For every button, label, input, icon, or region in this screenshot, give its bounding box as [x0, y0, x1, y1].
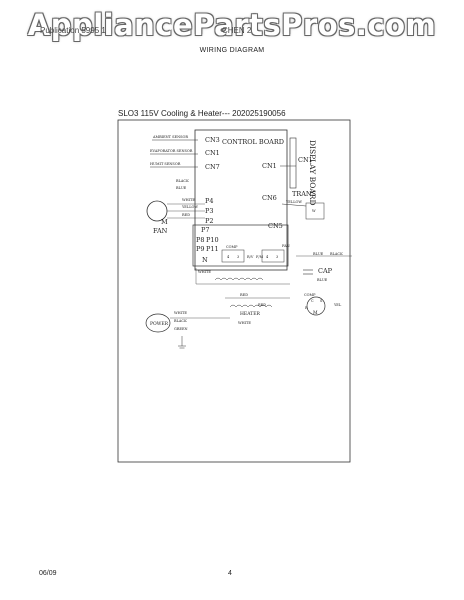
heater-white-wire: WHITE [238, 321, 251, 325]
comp-terminal-r: R [305, 306, 308, 310]
fan-motor-symbol: M [161, 218, 168, 226]
fan-wire-blue: BLUE [176, 186, 187, 190]
relay-pin-a: 4 [227, 255, 230, 259]
connector-cn6: CN6 [262, 194, 277, 202]
footer-page: 4 [228, 570, 232, 577]
humidity-sensor-label: HUMIT SENSOR [150, 162, 181, 166]
power-wire-white: WHITE [174, 311, 187, 315]
fan-wire-white: WHITE [182, 198, 195, 202]
plug-p11: P11 [206, 245, 219, 253]
page-subtitle: WIRING DIAGRAM [199, 47, 265, 54]
diagram-frame [117, 119, 351, 463]
power-label: POWER [150, 321, 169, 327]
rv-label: R/V [247, 255, 254, 259]
plug-p4: P4 [205, 197, 214, 205]
cap-blue-2: BLUE [317, 278, 328, 282]
plug-p3: P3 [205, 207, 214, 215]
comp-small-label: COMP [226, 245, 238, 249]
ambient-sensor-label: AMBIENT SENSOR [152, 135, 188, 139]
trans-wire-w: W [312, 209, 316, 213]
fan-relay-label: FAN [282, 244, 290, 248]
fan-label: FAN [153, 227, 168, 235]
heater-red-wire: RED [240, 293, 248, 297]
connector-cn1-display: CN1 [298, 156, 313, 164]
display-board-label: DISPLAY BOARD [308, 140, 317, 205]
transformer [305, 202, 325, 220]
cap-blue: BLUE [313, 252, 324, 256]
heater-label: HEATER [240, 311, 260, 317]
plug-p7: P7 [201, 226, 210, 234]
connector-cn7: CN7 [205, 163, 220, 171]
plug-p10: P10 [206, 236, 219, 244]
evaporator-sensor-label: EVAPORATOR SENSOR [150, 149, 193, 153]
trans-label: TRANS [292, 190, 316, 198]
power-wire-black: BLACK [174, 319, 187, 323]
plug-p8: P8 [196, 236, 205, 244]
relay-block [192, 224, 289, 267]
diagram-title: SLO3 115V Cooling & Heater--- 2020251900… [118, 109, 286, 118]
relay-pin-c: 4 [266, 255, 269, 259]
watermark: AppliancePartsPros.com [27, 8, 437, 42]
plug-p2: P2 [205, 217, 214, 225]
plug-p9: P9 [196, 245, 205, 253]
neutral-label: N [202, 256, 208, 264]
connector-cn5: CN5 [268, 222, 283, 230]
relay-pin-b: 3 [237, 255, 239, 259]
cap-yellow: YEL [333, 303, 342, 307]
compressor [306, 296, 326, 316]
header-section: CHEN 2 [222, 26, 252, 35]
cap-black: BLACK [330, 252, 343, 256]
connector-cn1-mid: CN1 [262, 162, 277, 170]
relay-comp [221, 249, 245, 263]
heater-red-wire-2: RED [258, 303, 266, 307]
heater-element [229, 304, 273, 308]
comp-motor-symbol: M [313, 310, 318, 316]
fan-wire-black: BLACK [176, 179, 189, 183]
cap-label: CAP [318, 267, 333, 275]
control-board-label: CONTROL BOARD [222, 138, 284, 146]
trans-wire-yellow: YELLOW [285, 200, 302, 204]
comp-terminal-s: S [320, 299, 323, 303]
control-board [194, 129, 288, 271]
power-plug [145, 313, 171, 333]
fan-wire-yellow: YELLOW [181, 205, 198, 209]
power-wire-green: GREEN [174, 327, 188, 331]
comp-terminal-c: C [311, 299, 314, 303]
connector-cn3: CN3 [205, 136, 220, 144]
relay-pin-d: 3 [276, 255, 278, 259]
fm-label: F/M [256, 255, 264, 259]
white-wire-label: WHITE [198, 270, 211, 274]
header-model: Publication 5995 1 [40, 26, 106, 35]
relay-fan [261, 249, 285, 263]
connector-cn1-left: CN1 [205, 149, 220, 157]
comp-label: COMP [304, 293, 316, 297]
footer-date: 06/09 [39, 570, 57, 577]
fan-wire-red: RED [182, 213, 190, 217]
